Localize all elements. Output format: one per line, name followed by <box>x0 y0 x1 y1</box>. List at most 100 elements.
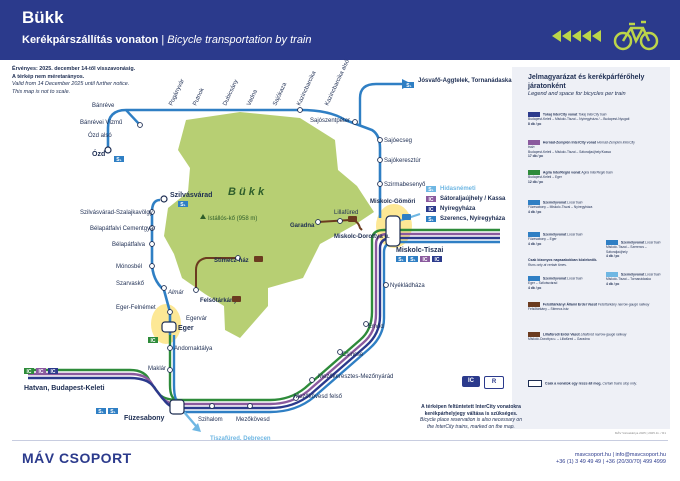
badge-ic-eger: IC <box>151 338 156 344</box>
legend-item-name: Tokaj InterCity vonat <box>542 112 578 117</box>
legend-panel <box>512 67 670 429</box>
note-valid-en: Valid from 14 December 2025 until furthe… <box>12 81 130 88</box>
legend-item-en: Local train <box>567 232 583 237</box>
legend-item-route: Miskolc-Dorottya u. – Lillafüred – Garad… <box>528 337 590 341</box>
badge-ic-hatvan-3: IC <box>51 369 56 375</box>
copyright: MÁV Városkártya 2025 | 2025.11. / R1 <box>614 431 666 435</box>
label-miskolc-tiszai: Miskolc-Tiszai <box>396 247 443 254</box>
badge-ic-hatvan-2: IC <box>39 369 44 375</box>
legend-item: Agria InterRégió vonat Agria InterRegio … <box>528 170 638 184</box>
label-tiszafured: Tiszafüred, Debrecen <box>210 436 271 442</box>
legend-item-route: Budapest-Keleti – Miskolc-Tiszai – Sátor… <box>528 149 611 154</box>
legend-item-name: Csak a vonatok egy része áll meg. <box>544 381 602 386</box>
page-title: Bükk <box>22 8 64 27</box>
legend-item-cap: 12 db / pc <box>528 179 544 184</box>
label-garadna: Garadna <box>290 223 315 229</box>
bukk-forest-area <box>164 112 374 338</box>
reservation-note-hu: A térképen feltüntetett InterCity vonato… <box>421 404 521 417</box>
legend-item-name: Agria InterRégió vonat <box>542 170 581 175</box>
legend-item-cap: 8 db / pc <box>528 121 542 126</box>
legend-item-en: Hernád-Zemplén InterCity train <box>528 140 635 149</box>
note-valid-hu: Érvényes: 2025. december 14-től visszavo… <box>12 66 136 72</box>
reservation-note-en: Bicycle place reservation is also necess… <box>420 417 522 430</box>
legend-item-name: Személyvonat <box>542 232 567 237</box>
legend-item-name: Személyvonat <box>542 276 567 281</box>
label-stimecz-haz: Stimecz-ház <box>214 258 249 264</box>
label-csincse: Csincse <box>342 352 364 358</box>
badge-s-josvafo: S₁ <box>406 83 411 89</box>
label-szarvasko: Szarvaskő <box>116 281 145 287</box>
legend-item-en: Local train <box>645 272 661 277</box>
legend-item-right: Személyvonat Local train Miskolc-Tiszai … <box>606 240 668 259</box>
legend-item-right: Személyvonat Local train Miskolc-Tiszai … <box>606 272 668 286</box>
badge-s-ozd: S₁ <box>116 157 121 163</box>
legend-item-en: Local train <box>567 200 583 205</box>
badge-ic-miskolc-1: IC <box>423 257 428 263</box>
label-belapatfalva: Bélapátfalva <box>112 242 146 248</box>
label-hatvan: Hatvan, Budapest-Keleti <box>24 385 105 392</box>
legend-item: Felsőtárkányi Állami Erdei Vasút Felsőtá… <box>528 302 658 312</box>
legend-subtitle: Legend and space for bicycles per train <box>528 91 626 97</box>
legend-item-en: Agria InterRegio train <box>581 170 613 175</box>
legend-item-route: Felsőtárkány – Stimecz-ház <box>528 307 569 311</box>
reservation-note: A térképen feltüntetett InterCity vonato… <box>416 404 526 430</box>
label-miskolc-gomori: Miskolc-Gömöri <box>370 199 416 205</box>
peak-icon <box>200 214 206 219</box>
label-satoraljaujhely: Sátoraljaújhely / Kassa <box>440 196 506 202</box>
legend-item-name: Személyvonat <box>542 200 567 205</box>
label-peak: Istállós-kő (958 m) <box>208 216 257 222</box>
legend-item-cap: 4 db / pc <box>606 254 620 259</box>
badge-ic-nyiregyhaza: IC <box>429 207 434 213</box>
label-banreve-vizmu: Bánrévei Vízmű <box>80 120 123 126</box>
note-scale-hu: A térkép nem méretarányos. <box>12 73 85 80</box>
legend-item: Személyvonat Local train Füzesabony – Mi… <box>528 200 598 214</box>
s-badge-icon <box>528 276 540 281</box>
subtitle-en: Bicycle transportation by train <box>167 34 312 46</box>
contact-info: mavcsoport.hu | info@mavcsoport.hu +36 (… <box>556 452 666 466</box>
s-badge-icon <box>528 200 540 205</box>
narrow-gauge-icon <box>528 332 540 337</box>
footer-divider <box>12 440 668 441</box>
label-kazincbarcika-also: Kazincbarcika alsó <box>324 58 351 106</box>
legend-item: Tokaj InterCity vonat Tokaj InterCity tr… <box>528 112 638 126</box>
legend-item-name: Felsőtárkányi Állami Erdei Vasút <box>542 302 597 307</box>
note-scale-en: This map is not to scale. <box>12 88 71 95</box>
label-szilvasvarad: Szilvásvárad <box>170 192 212 199</box>
badge-ic-satoraljaujhely: IC <box>429 197 434 203</box>
subtitle-hu: Kerékpárszállítás vonaton <box>22 34 159 46</box>
chevron-arrows-icon <box>552 30 601 42</box>
legend-item-route: Budapest-Keleti – Miskolc-Tiszai – Nyíre… <box>528 117 630 121</box>
label-andornaktalya: Andornaktálya <box>174 346 213 352</box>
label-lillafured: Lillafüred <box>334 210 358 216</box>
reservation-r-icon: R <box>484 376 504 389</box>
label-vadna: Vadna <box>246 88 259 106</box>
label-belapatfalvi-cementgyar: Bélapátfalvi Cementgyár <box>90 226 155 232</box>
train-icons <box>232 214 411 302</box>
label-almar: Almár <box>167 290 185 296</box>
label-szilvasvarad-szalajkavolgy: Szilvásvárad-Szalajkavölgy <box>80 210 153 216</box>
label-bukk: B ü k k <box>228 186 265 198</box>
legend-item-route: Eger – Szilvásvárad <box>528 281 558 285</box>
badge-s-miskolc-2: S₁ <box>410 257 415 263</box>
label-szerencs: Szerencs, Nyíregyháza <box>440 216 506 222</box>
label-mezokovesd-felso: Mezőkövesd felső <box>294 394 343 400</box>
legend-item: Személyvonat Local train Füzesabony – Eg… <box>528 232 598 246</box>
label-eger: Eger <box>178 325 194 332</box>
legend-item: Hernád-Zemplén InterCity vonat Hernád-Ze… <box>528 140 638 159</box>
s-badge-icon <box>606 272 618 277</box>
label-josvafo: Jósvafő-Aggtelek, Tornanádaska <box>418 78 512 84</box>
label-emod: Emőd <box>368 324 384 330</box>
contact-web[interactable]: mavcsoport.hu | info@mavcsoport.hu <box>574 452 666 458</box>
label-dubicsany: Dubicsány <box>222 79 239 107</box>
label-felsotarkany: Felsőtárkány <box>200 298 238 304</box>
legend-item: Csak bizonyos napszakokban közlekedik. R… <box>528 258 598 267</box>
label-banreve: Bánréve <box>92 103 115 109</box>
label-nyiregyhaza: Nyíregyháza <box>440 206 476 212</box>
narrow-gauge-icon <box>528 302 540 307</box>
label-ozd-also: Ózd alsó <box>88 132 112 139</box>
bicycle-icon <box>613 20 659 51</box>
validity-notes: Érvényes: 2025. december 14-től visszavo… <box>12 66 135 96</box>
legend-item-name: Csak bizonyos napszakokban közlekedik. <box>528 258 598 262</box>
header-bar <box>0 0 680 60</box>
badge-ic-hatvan-1: IC <box>27 369 32 375</box>
